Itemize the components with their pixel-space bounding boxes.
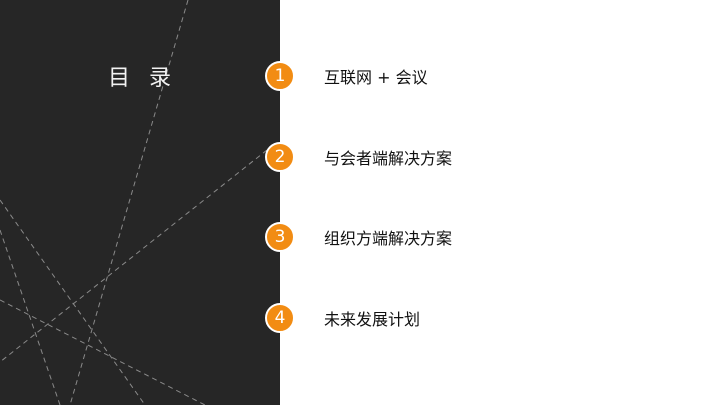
toc-item-label: 组织方端解决方案 [324, 229, 453, 248]
toc-item-label: 与会者端解决方案 [324, 149, 453, 168]
page-title: 目 录 [108, 66, 177, 91]
toc-item-4[interactable]: 4 未来发展计划 [265, 303, 420, 333]
number-badge: 3 [265, 222, 295, 252]
number-badge: 2 [265, 142, 295, 172]
dashed-line [0, 299, 206, 405]
toc-item-2[interactable]: 2 与会者端解决方案 [265, 142, 452, 172]
number-badge: 4 [265, 303, 295, 333]
decorative-dashed-lines [0, 0, 268, 405]
toc-item-3[interactable]: 3 组织方端解决方案 [265, 222, 452, 252]
dashed-line [69, 0, 189, 405]
toc-item-1[interactable]: 1 互联网 + 会议 [265, 61, 428, 91]
number-badge: 1 [265, 61, 295, 91]
dashed-line [0, 229, 61, 405]
dashed-line [0, 149, 268, 363]
toc-item-label: 互联网 + 会议 [324, 68, 428, 87]
toc-item-label: 未来发展计划 [324, 310, 421, 329]
dark-side-panel: 目 录 [0, 0, 280, 405]
dashed-line [0, 199, 146, 405]
